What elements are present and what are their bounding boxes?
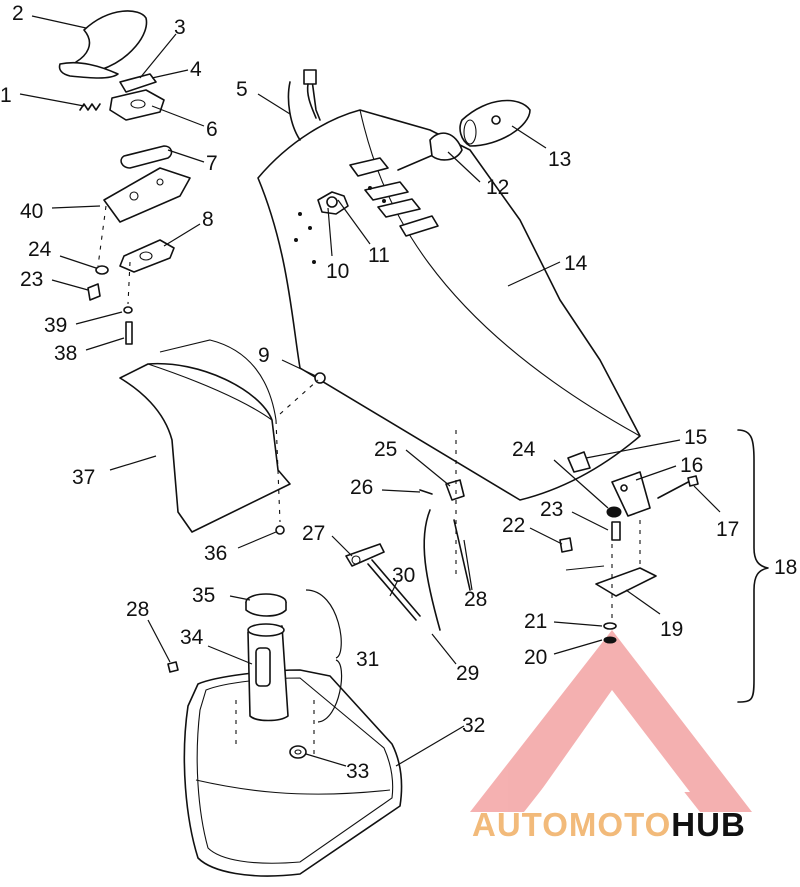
cable-assembly bbox=[287, 69, 321, 141]
callout-39: 39 bbox=[44, 314, 67, 337]
bracket-cluster bbox=[58, 10, 191, 345]
callout-37: 37 bbox=[72, 466, 95, 489]
callout-17: 17 bbox=[716, 518, 739, 541]
callout-24a: 24 bbox=[28, 238, 52, 261]
callout-28a: 28 bbox=[464, 588, 487, 611]
callout-14: 14 bbox=[564, 252, 588, 275]
callout-36: 36 bbox=[204, 542, 227, 565]
callout-23b: 23 bbox=[540, 498, 563, 521]
group-brace bbox=[737, 429, 769, 703]
mount-bracket-group bbox=[559, 451, 699, 644]
callout-4: 4 bbox=[190, 58, 202, 81]
switch-part bbox=[317, 191, 349, 215]
callout-9: 9 bbox=[258, 344, 270, 367]
callout-27: 27 bbox=[302, 522, 325, 545]
linkage-parts bbox=[345, 430, 471, 631]
callout-3: 3 bbox=[174, 16, 186, 39]
callout-33: 33 bbox=[346, 760, 369, 783]
watermark-triangle-icon bbox=[470, 630, 752, 812]
callout-31: 31 bbox=[356, 648, 379, 671]
callout-25: 25 bbox=[374, 438, 397, 461]
callout-20: 20 bbox=[524, 646, 547, 669]
callout-2: 2 bbox=[12, 2, 24, 25]
fuel-tank bbox=[167, 593, 403, 877]
callout-38: 38 bbox=[54, 342, 77, 365]
callout-24b: 24 bbox=[512, 438, 536, 461]
callout-11: 11 bbox=[368, 244, 390, 267]
side-shield bbox=[119, 339, 326, 535]
callout-19: 19 bbox=[660, 618, 683, 641]
callout-1: 1 bbox=[0, 84, 12, 107]
callout-32: 32 bbox=[462, 714, 485, 737]
callout-5: 5 bbox=[236, 78, 248, 101]
callout-40: 40 bbox=[20, 200, 43, 223]
watermark-logo bbox=[470, 630, 752, 812]
callout-16: 16 bbox=[680, 454, 703, 477]
headlight-assembly bbox=[397, 99, 531, 171]
main-housing bbox=[257, 109, 641, 501]
watermark-text: AUTOMOTOHUB bbox=[472, 806, 746, 843]
callout-35: 35 bbox=[192, 584, 215, 607]
callout-7: 7 bbox=[206, 152, 218, 175]
callout-8: 8 bbox=[202, 208, 214, 231]
callout-10: 10 bbox=[326, 260, 349, 283]
callout-15: 15 bbox=[684, 426, 707, 449]
callout-29: 29 bbox=[456, 662, 479, 685]
callout-numbers: 2 1 3 4 5 6 7 40 8 24 23 39 38 9 10 11 1… bbox=[0, 2, 797, 783]
callout-21: 21 bbox=[524, 610, 547, 633]
callout-12: 12 bbox=[486, 176, 509, 199]
callout-30: 30 bbox=[392, 564, 415, 587]
callout-28b: 28 bbox=[126, 598, 149, 621]
callout-26: 26 bbox=[350, 476, 373, 499]
callout-22: 22 bbox=[502, 514, 525, 537]
callout-13: 13 bbox=[548, 148, 571, 171]
callout-23a: 23 bbox=[20, 268, 43, 291]
callout-18: 18 bbox=[774, 556, 797, 579]
callout-34: 34 bbox=[180, 626, 204, 649]
leader-lines bbox=[19, 15, 721, 767]
callout-6: 6 bbox=[206, 118, 218, 141]
